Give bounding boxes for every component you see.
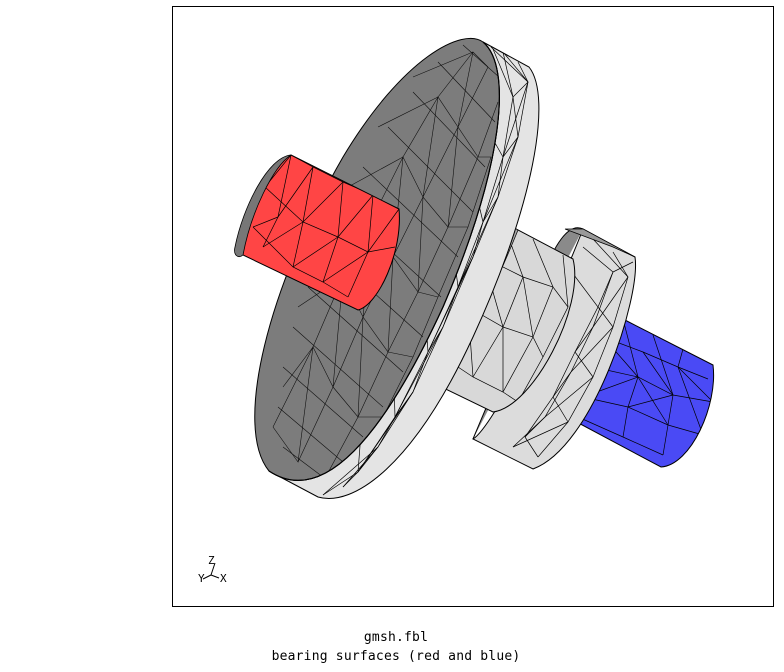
caption-filename: gmsh.fbl (363, 630, 429, 645)
axis-x-label: X (220, 572, 227, 585)
axes-triad: Z Y X (198, 554, 227, 585)
axis-y-label: Y (198, 572, 205, 585)
graphics-viewport[interactable]: Z Y X (172, 6, 774, 607)
caption-description: bearing surfaces (red and blue) (271, 649, 521, 664)
left-bearing-surface[interactable] (234, 154, 400, 311)
axis-z-label: Z (208, 554, 215, 567)
mesh-render: Z Y X (198, 37, 715, 585)
